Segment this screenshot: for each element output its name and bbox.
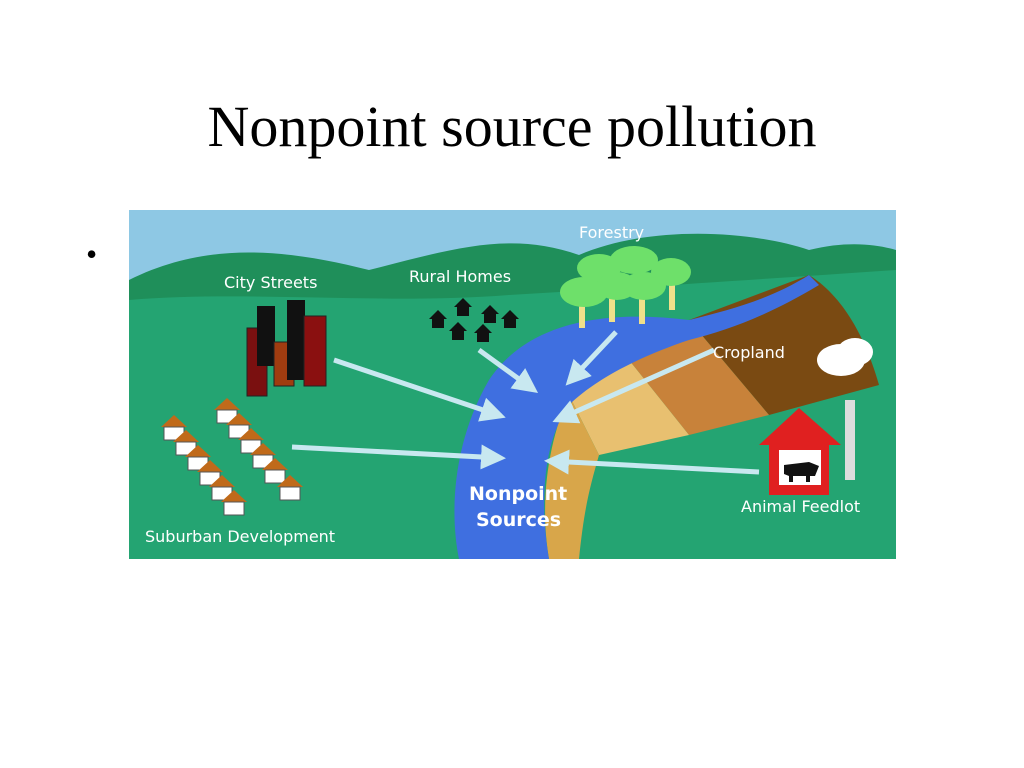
- label-rural-homes: Rural Homes: [409, 267, 511, 286]
- nonpoint-pollution-diagram: Forestry City Streets Rural Homes Cropla…: [129, 210, 896, 559]
- label-nonpoint: Nonpoint: [469, 483, 567, 505]
- slide-title: Nonpoint source pollution: [207, 94, 817, 159]
- river: [454, 275, 819, 559]
- cropland-lower: [545, 395, 599, 559]
- forestry-trees: [560, 246, 691, 328]
- label-animal-feedlot: Animal Feedlot: [741, 497, 860, 516]
- label-city-streets: City Streets: [224, 273, 317, 292]
- animal-feedlot-barn: [759, 338, 873, 495]
- cropland-light: [569, 360, 689, 455]
- label-cropland: Cropland: [713, 343, 785, 362]
- bullet-point: •: [86, 236, 98, 272]
- city-buildings: [246, 300, 327, 397]
- label-sources: Sources: [476, 509, 561, 531]
- label-forestry: Forestry: [579, 223, 644, 242]
- flow-arrows: [291, 330, 760, 475]
- label-suburban-development: Suburban Development: [145, 527, 335, 546]
